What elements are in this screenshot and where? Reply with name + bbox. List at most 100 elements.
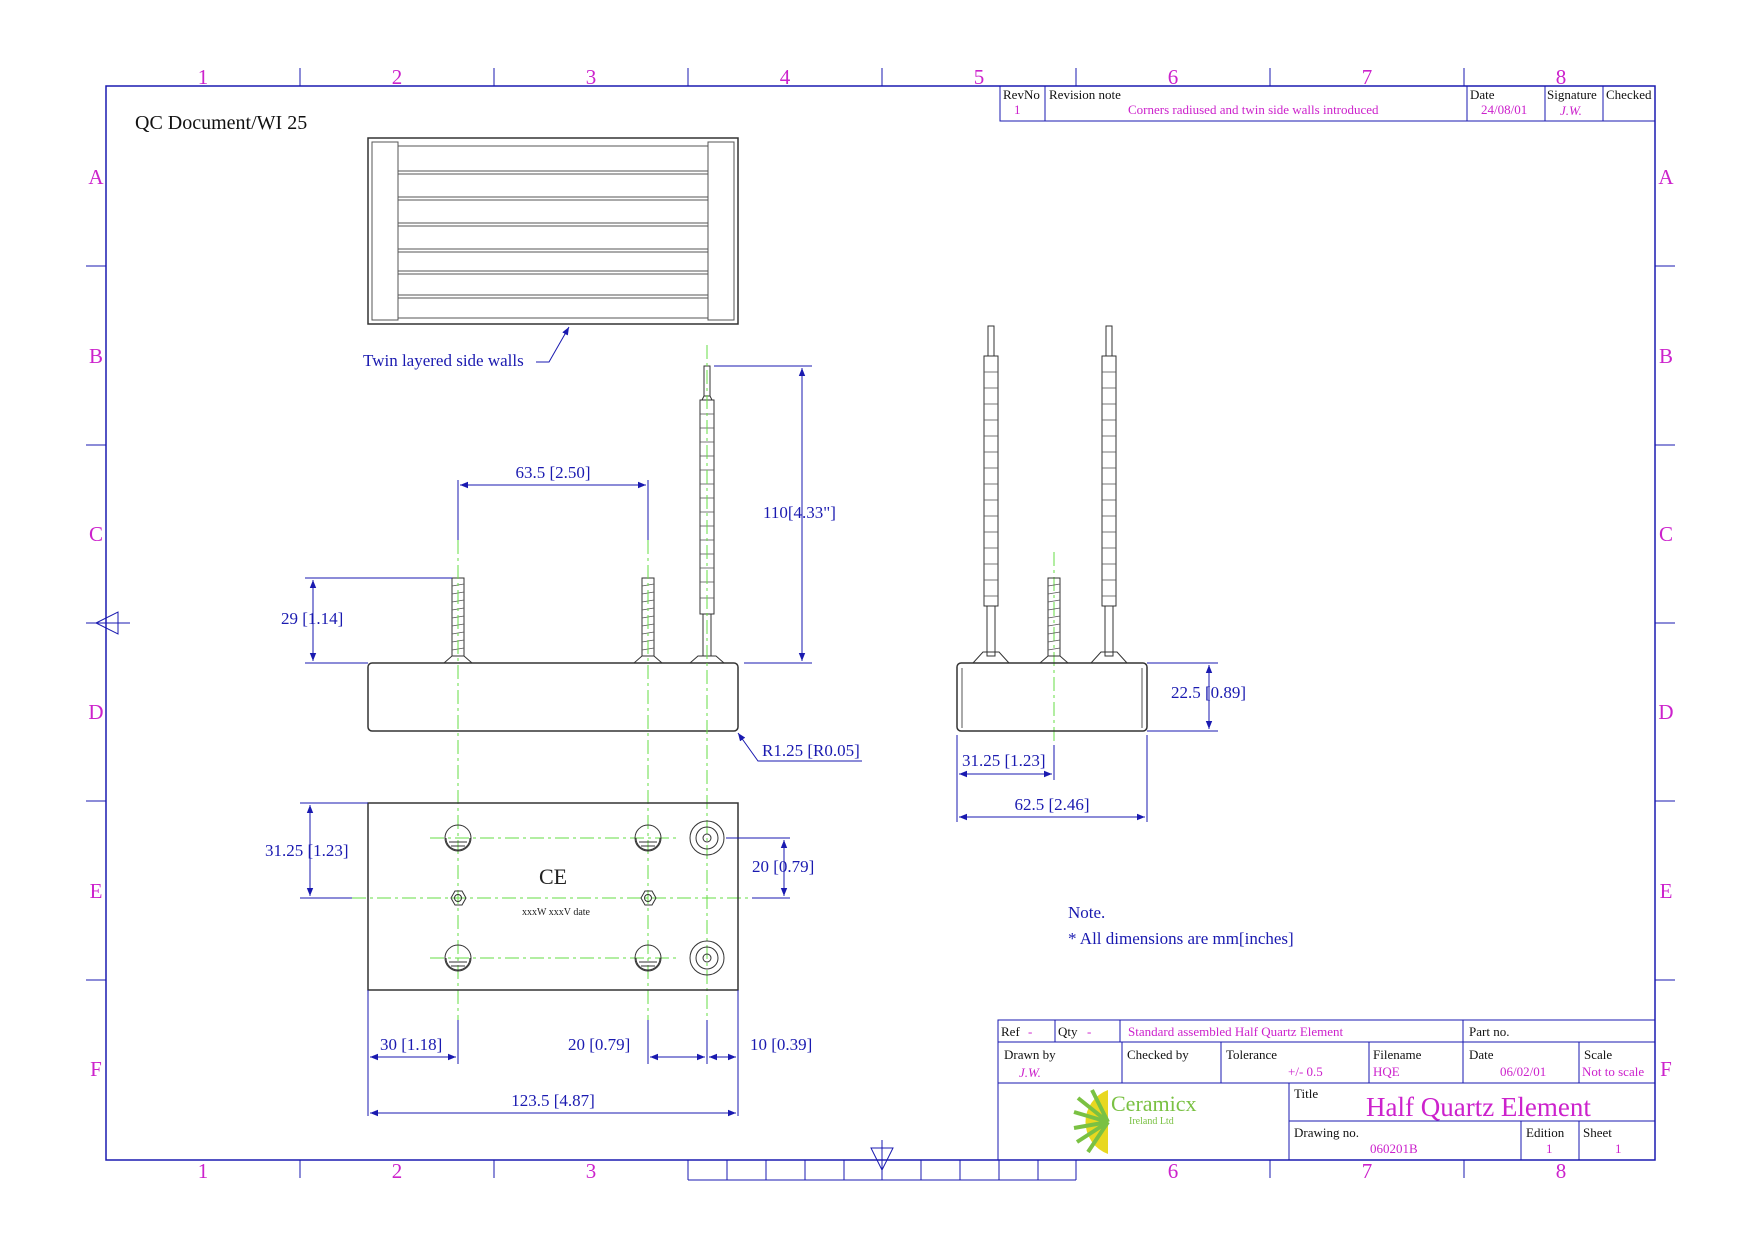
- rev-no-label: RevNo: [1003, 87, 1040, 102]
- col-label: 6: [1168, 65, 1179, 89]
- col-label: 4: [780, 65, 791, 89]
- row-label: C: [89, 522, 103, 546]
- col-label: 8: [1556, 65, 1567, 89]
- row-label: E: [90, 879, 103, 903]
- rev-date-label: Date: [1470, 87, 1495, 102]
- dim-overall-length-text: 123.5 [4.87]: [511, 1091, 595, 1110]
- col-label: 1: [198, 1159, 209, 1183]
- element-bottom-view: CE xxxW xxxV date: [367, 802, 739, 991]
- row-ticks: [86, 265, 1675, 981]
- filename-value: HQE: [1373, 1064, 1400, 1079]
- column-labels-top: 1 2 3 4 5 6 7 8: [198, 65, 1567, 89]
- row-label: A: [88, 165, 104, 189]
- filename-label: Filename: [1373, 1047, 1422, 1062]
- row-label: C: [1659, 522, 1673, 546]
- drawing-title: Half Quartz Element: [1366, 1092, 1591, 1122]
- drawing-no-label: Drawing no.: [1294, 1125, 1359, 1140]
- note-text: * All dimensions are mm[inches]: [1068, 929, 1294, 948]
- dimension-hole-pitch: 20 [0.79]: [726, 837, 814, 899]
- element-front-view: [367, 365, 739, 732]
- dim-hole-row-offset-text: 31.25 [1.23]: [265, 841, 349, 860]
- corner-radius-leader: [737, 732, 862, 762]
- dim-lead-length-text: 110[4.33"]: [763, 503, 836, 522]
- dim-side-width-text: 62.5 [2.46]: [1014, 795, 1089, 814]
- dimension-hole-row-offset: 31.25 [1.23]: [265, 802, 368, 899]
- row-labels-left: A B C D E F: [88, 165, 104, 1081]
- col-label: 7: [1362, 65, 1373, 89]
- rev-signature-label: Signature: [1547, 87, 1597, 102]
- dim-corner-radius-text: R1.25 [R0.05]: [762, 741, 860, 760]
- sheet-value: 1: [1615, 1141, 1622, 1156]
- dimension-stud-height: 29 [1.14]: [281, 577, 452, 664]
- note-title: Note.: [1068, 903, 1105, 922]
- edition-value: 1: [1546, 1141, 1553, 1156]
- row-label: B: [89, 344, 103, 368]
- date-label: Date: [1469, 1047, 1494, 1062]
- tolerance-value: +/- 0.5: [1288, 1064, 1323, 1079]
- drawing-no-value: 060201B: [1370, 1141, 1418, 1156]
- drawn-by-value: J.W.: [1019, 1065, 1041, 1080]
- title-block: Ref - Qty - Standard assembled Half Quar…: [997, 1019, 1656, 1161]
- rev-checked-label: Checked: [1606, 87, 1652, 102]
- dim-hole-to-hole-text: 20 [0.79]: [568, 1035, 630, 1054]
- dim-terminal-offset-text: 10 [0.39]: [750, 1035, 812, 1054]
- dimension-bottom-chain: 30 [1.18] 20 [0.79] 10 [0.39] 123.5 [4.8…: [367, 990, 812, 1117]
- col-label: 3: [586, 65, 597, 89]
- dim-side-center-text: 31.25 [1.23]: [962, 751, 1046, 770]
- col-label: 2: [392, 65, 403, 89]
- col-label: 7: [1362, 1159, 1373, 1183]
- col-label: 1: [198, 65, 209, 89]
- dimension-side-view: 22.5 [0.89] 31.25 [1.23] 62.5 [2.46]: [956, 662, 1246, 822]
- qty-label: Qty: [1058, 1024, 1078, 1039]
- dim-stud-height-text: 29 [1.14]: [281, 609, 343, 628]
- column-ticks: [299, 68, 1465, 1178]
- ce-mark: CE: [539, 864, 567, 889]
- date-value: 06/02/01: [1500, 1064, 1546, 1079]
- col-label: 2: [392, 1159, 403, 1183]
- row-label: D: [88, 700, 103, 724]
- dim-side-height-text: 22.5 [0.89]: [1171, 683, 1246, 702]
- revision-table: RevNo Revision note Date Signature Check…: [999, 85, 1656, 122]
- dim-hole-pitch-text: 20 [0.79]: [752, 857, 814, 876]
- row-label: F: [1660, 1057, 1672, 1081]
- company-sub: Ireland Ltd: [1129, 1116, 1174, 1127]
- scale-label: Scale: [1584, 1047, 1612, 1062]
- element-top-view: [367, 137, 739, 325]
- scale-value: Not to scale: [1582, 1064, 1644, 1079]
- qty-value: -: [1087, 1024, 1091, 1039]
- part-no-label: Part no.: [1469, 1024, 1509, 1039]
- tolerance-label: Tolerance: [1226, 1047, 1277, 1062]
- document-id: QC Document/WI 25: [135, 112, 307, 134]
- ref-label: Ref: [1001, 1024, 1020, 1039]
- dimension-pin-spacing: 63.5 [2.50]: [457, 463, 649, 540]
- centerlines: [352, 345, 1055, 1020]
- rev-no-value: 1: [1014, 102, 1021, 117]
- sheet-label: Sheet: [1583, 1125, 1612, 1140]
- drawn-by-label: Drawn by: [1004, 1047, 1056, 1062]
- col-label: 5: [974, 65, 985, 89]
- col-label: 3: [586, 1159, 597, 1183]
- description-value: Standard assembled Half Quartz Element: [1128, 1024, 1344, 1039]
- scale-strip: [687, 1160, 1077, 1181]
- rating-marking: xxxW xxxV date: [522, 907, 591, 918]
- col-label: 8: [1556, 1159, 1567, 1183]
- checked-by-label: Checked by: [1127, 1047, 1189, 1062]
- col-label: 6: [1168, 1159, 1179, 1183]
- dimension-lead-length: 110[4.33"]: [714, 365, 836, 664]
- edition-label: Edition: [1526, 1125, 1565, 1140]
- element-side-view: [956, 325, 1148, 732]
- rev-date-value: 24/08/01: [1481, 102, 1527, 117]
- row-labels-right: A B C D E F: [1658, 165, 1674, 1081]
- rev-note-value: Corners radiused and twin side walls int…: [1128, 102, 1379, 117]
- side-walls-leader: [536, 326, 570, 363]
- column-labels-bottom: 1 2 3 6 7 8: [198, 1159, 1567, 1183]
- title-label: Title: [1294, 1086, 1318, 1101]
- ceramicx-logo-icon: [1073, 1089, 1110, 1154]
- row-label: D: [1658, 700, 1673, 724]
- ref-value: -: [1028, 1024, 1032, 1039]
- company-name: Ceramicx: [1111, 1091, 1197, 1116]
- row-label: B: [1659, 344, 1673, 368]
- rev-note-label: Revision note: [1049, 87, 1121, 102]
- row-label: E: [1660, 879, 1673, 903]
